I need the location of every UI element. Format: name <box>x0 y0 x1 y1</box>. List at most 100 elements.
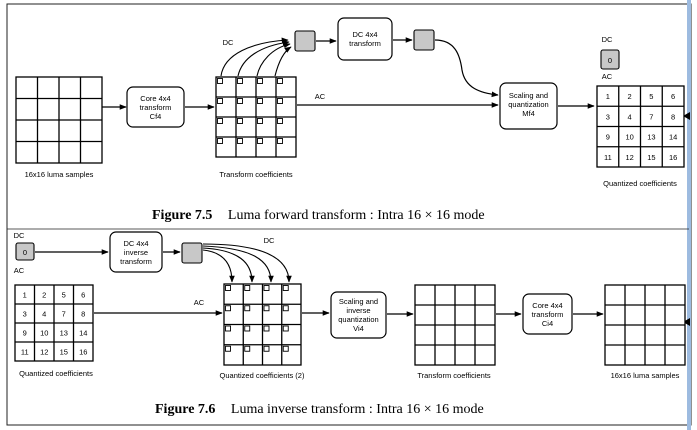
grid-cell-value: 9 <box>606 133 610 142</box>
dc-position-marker <box>225 285 231 291</box>
dc-arrow <box>202 243 292 283</box>
dc-position-marker <box>225 345 231 352</box>
grid-cell-value: 2 <box>628 92 632 101</box>
dc-position-marker <box>237 98 243 104</box>
scaling-quantization-label: Mf4 <box>522 109 535 118</box>
grid-cell-value: 15 <box>60 348 68 357</box>
out-ac-label: AC <box>602 72 613 81</box>
dc-inverse-transform-box <box>109 231 163 273</box>
grid-cell-value: 10 <box>40 329 48 338</box>
ac-label: AC <box>194 298 205 307</box>
out-dc-label: DC <box>602 35 613 44</box>
dc-position-marker <box>257 138 263 144</box>
dc-position-marker <box>263 305 270 312</box>
dc-arrow <box>274 46 292 77</box>
grid-cell-value: 12 <box>625 153 633 162</box>
figure-7-5-title: Luma forward transform : Intra 16 × 16 m… <box>228 208 485 223</box>
dc-position-marker <box>244 305 251 312</box>
grid-cell-value: 16 <box>79 348 87 357</box>
grid-cell-value: 6 <box>81 291 85 300</box>
quantized-dc-block <box>15 242 35 261</box>
grid-cell-value: 3 <box>23 310 27 319</box>
dc-inverse-block <box>181 242 203 264</box>
dc-transform-box <box>337 17 393 61</box>
transform-coefficients-caption: Transform coefficients <box>219 170 293 179</box>
grid-cell-value: 12 <box>40 348 48 357</box>
core-transform-label: Core 4x4 <box>140 94 170 103</box>
grid-cell-value: 3 <box>606 112 610 121</box>
dc-arrow <box>202 245 274 283</box>
dc-inverse-transform-label: transform <box>120 257 152 266</box>
luma-samples-caption: 16x16 luma samples <box>25 170 94 179</box>
dc-inverse-transform-label: inverse <box>124 248 148 257</box>
margin-pointer-icon <box>683 112 690 120</box>
inverse-quantization-label: Vi4 <box>353 324 364 333</box>
grid-cell-value: 8 <box>81 310 85 319</box>
quantized-coefficients-2-grid <box>223 283 302 366</box>
dc-arrow <box>202 249 235 283</box>
luma-samples-caption: 16x16 luma samples <box>611 371 680 380</box>
grid-cell-value: 13 <box>60 329 68 338</box>
inverse-quantization-box <box>330 291 387 339</box>
grid-cell-value: 8 <box>671 112 675 121</box>
figure-7-6-caption: Figure 7.6 Luma inverse transform : Intr… <box>155 402 484 417</box>
dc-position-marker <box>244 325 251 332</box>
dc-position-marker <box>282 305 289 312</box>
transform-coefficients-grid <box>215 76 297 158</box>
grid-cell-value: 14 <box>79 329 87 338</box>
dc-position-marker <box>257 118 263 124</box>
grid-cell-value: 5 <box>649 92 653 101</box>
arrow <box>434 39 499 98</box>
dc-label: DC <box>223 38 234 47</box>
grid-cell-value: 4 <box>42 310 46 319</box>
dc-position-marker <box>225 305 231 312</box>
dc-position-marker <box>237 138 243 144</box>
in-dc-label: DC <box>14 231 25 240</box>
grid-cell-value: 1 <box>23 291 27 300</box>
dc-transform-label: transform <box>349 39 381 48</box>
dc-position-marker <box>277 118 283 124</box>
inverse-quantization-label: inverse <box>346 306 370 315</box>
scaling-quantization-box <box>499 82 558 130</box>
grid-cell-value: 7 <box>62 310 66 319</box>
dc-position-marker <box>263 285 270 291</box>
in-ac-label: AC <box>14 266 25 275</box>
grid-cell-value: 2 <box>42 291 46 300</box>
grid-cell-value: 15 <box>647 153 655 162</box>
dc-position-marker <box>237 118 243 124</box>
quantized-dc-value: 0 <box>23 248 27 257</box>
dc-position-marker <box>277 98 283 104</box>
dc-position-marker <box>282 345 289 352</box>
dc-arrow <box>256 42 291 77</box>
scaling-quantization-label: quantization <box>508 100 548 109</box>
grid-cell-value: 4 <box>628 112 632 121</box>
dc-position-marker <box>237 78 243 84</box>
grid-cell-value: 14 <box>669 133 677 142</box>
core-transform-label: transform <box>140 103 172 112</box>
grid-cell-value: 13 <box>647 133 655 142</box>
grid-cell-value: 11 <box>604 153 612 162</box>
grid-cell-value: 7 <box>649 112 653 121</box>
core-inverse-transform-box <box>522 293 573 335</box>
quantized-dc-value: 0 <box>608 56 612 65</box>
inverse-quantization-label: Scaling and <box>339 297 378 306</box>
core-transform-box <box>126 86 185 128</box>
dc-coefficient-block <box>294 30 316 52</box>
grid-cell-value: 5 <box>62 291 66 300</box>
core-transform-label: Cf4 <box>150 112 162 121</box>
transform-coefficients-grid <box>414 284 496 366</box>
quantized-coefficients-2-caption: Quantized coefficients (2) <box>220 371 305 380</box>
figure-7-5-label: Figure 7.5 <box>152 208 212 223</box>
dc-position-marker <box>217 78 223 84</box>
dc-position-marker <box>257 78 263 84</box>
margin-pointer-icon <box>683 318 690 326</box>
transform-coefficients-caption: Transform coefficients <box>417 371 491 380</box>
figure-7-6-title: Luma inverse transform : Intra 16 × 16 m… <box>231 402 484 417</box>
figure-7-6-label: Figure 7.6 <box>155 402 215 417</box>
figure-7-5-caption: Figure 7.5 Luma forward transform : Intr… <box>152 208 485 223</box>
dc-arrow <box>237 40 290 77</box>
scaling-quantization-label: Scaling and <box>509 91 548 100</box>
core-inverse-transform-label: transform <box>532 310 564 319</box>
